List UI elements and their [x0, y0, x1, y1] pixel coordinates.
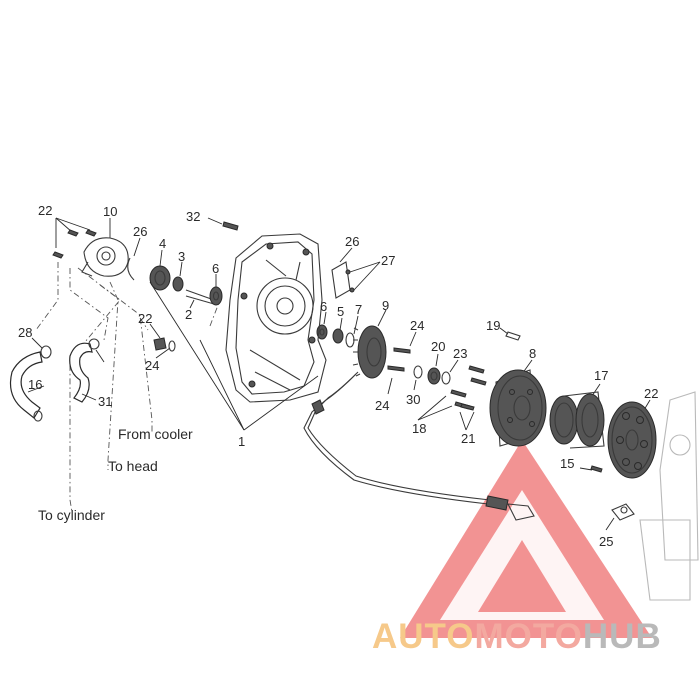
label-part-12: 16 [28, 377, 42, 392]
label-part-15: 19 [486, 318, 500, 333]
part-17-bolts [459, 365, 487, 431]
label-part-3: 3 [178, 249, 185, 264]
watermark-word-auto: AUTO [372, 617, 475, 656]
routing-labels: From cooler To head To cylinder [38, 426, 193, 523]
label-part-23: 25 [599, 534, 613, 549]
part-3-seal [172, 261, 184, 292]
label-part-18: 22 [644, 386, 658, 401]
label-part-10: 10 [103, 204, 117, 219]
part-10-pump-cover [81, 218, 129, 277]
part-24-bolt-lower [387, 365, 405, 395]
label-part-11: 15 [560, 456, 574, 471]
part-30-hose [69, 342, 97, 403]
label-part-30: 31 [98, 394, 112, 409]
watermark-word-moto: MOTO [475, 617, 583, 656]
label-part-28: 28 [18, 325, 32, 340]
watermark-word-hub: HUB [583, 617, 662, 656]
part-6-bearing-left [209, 274, 223, 306]
part-8-flywheel [489, 359, 547, 447]
part-24-bolt-upper [393, 331, 417, 354]
label-part-17: 21 [461, 431, 475, 446]
label-part-32: 32 [186, 209, 200, 224]
part-26-screws [345, 261, 381, 293]
part-11-screw [579, 465, 603, 473]
label-part-7: 7 [355, 302, 362, 317]
part-20-washer [155, 340, 176, 359]
label-part-13: 17 [594, 368, 608, 383]
part-19-plug [149, 323, 167, 351]
label-to-cylinder: To cylinder [38, 507, 105, 523]
label-from-cooler: From cooler [118, 426, 193, 442]
coolant-routing-lines [35, 262, 221, 513]
part-4-impeller [149, 249, 171, 291]
part-27-o-ring [127, 237, 141, 281]
watermark-word: AUTOMOTOHUB [372, 617, 662, 656]
label-part-4: 4 [159, 236, 166, 251]
label-part-24-upper: 24 [410, 318, 424, 333]
part-2-shaft [185, 289, 215, 309]
part-21-washer [441, 359, 459, 385]
label-part-27: 26 [133, 224, 147, 239]
part-13-starter-clutch [549, 383, 605, 449]
part-12-hose [9, 351, 45, 419]
part-number-labels: 22 10 26 4 3 2 6 32 26 27 6 5 7 9 24 24 … [18, 203, 658, 549]
label-part-8: 8 [529, 346, 536, 361]
label-part-6-left: 6 [212, 261, 219, 276]
label-part-5: 5 [337, 304, 344, 319]
part-9-stator [303, 309, 535, 521]
part-15-key [499, 327, 521, 341]
part-32-bolt [207, 217, 239, 231]
part-22-screws [52, 217, 97, 259]
part-16-bushing [427, 353, 441, 385]
label-part-19: 22 [138, 311, 152, 326]
label-part-1: 1 [238, 434, 245, 449]
part-1-crankcase-cover [149, 233, 327, 431]
label-part-22: 22 [38, 203, 52, 218]
watermark-logo: AUTOMOTOHUB [372, 440, 662, 656]
part-7-seal-ring [345, 315, 359, 348]
label-part-29: 30 [406, 392, 420, 407]
label-to-head: To head [108, 458, 158, 474]
label-part-9: 9 [382, 298, 389, 313]
label-part-14: 18 [412, 421, 426, 436]
part-23-pickup-sensor [605, 503, 635, 531]
watermark-triangle-core [478, 540, 566, 612]
label-part-25: 26 [345, 234, 359, 249]
label-part-6-right: 6 [320, 299, 327, 314]
part-31-hose-clamp [88, 338, 105, 363]
part-28-hose-clamp [31, 337, 52, 422]
label-part-16: 20 [431, 339, 445, 354]
background-engine-outline [639, 391, 699, 601]
part-29-washer [413, 365, 423, 391]
label-part-21: 23 [453, 346, 467, 361]
label-part-20: 24 [145, 358, 159, 373]
part-18-starter-gear [607, 399, 657, 479]
label-part-24-lower: 24 [375, 398, 389, 413]
label-part-26: 27 [381, 253, 395, 268]
part-5-bushing [332, 317, 344, 344]
label-part-2: 2 [185, 307, 192, 322]
